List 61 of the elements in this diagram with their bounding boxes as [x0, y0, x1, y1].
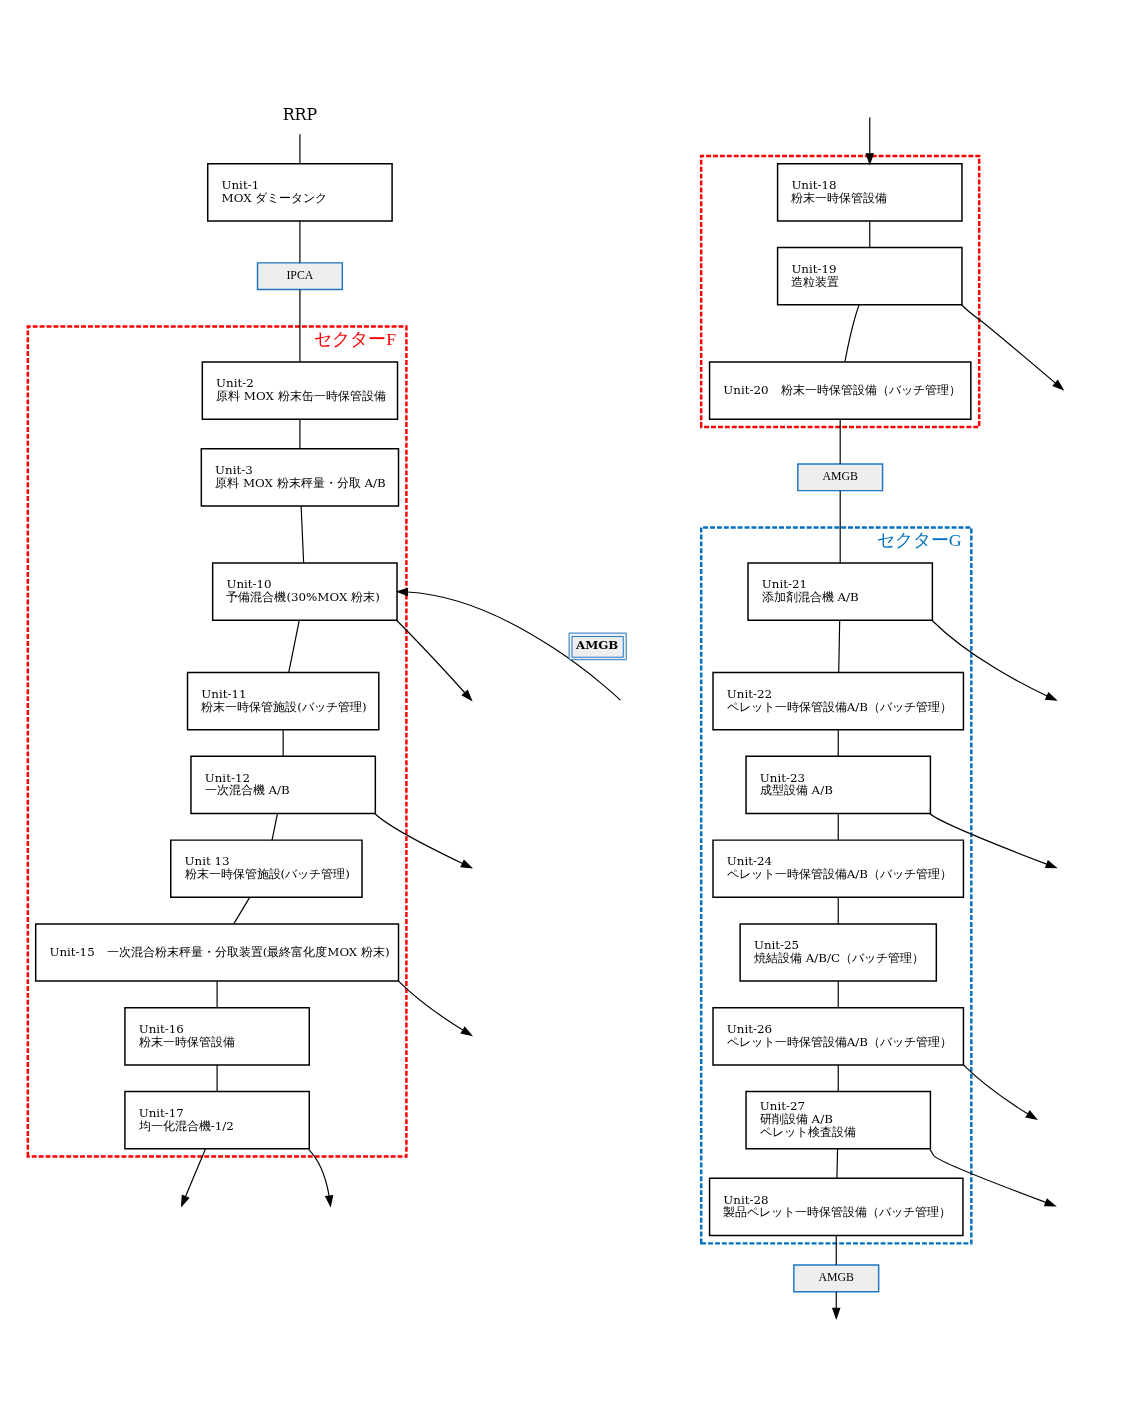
connector	[838, 619, 841, 673]
connector	[233, 896, 251, 925]
arrow	[929, 1149, 1057, 1207]
node-box: Unit-11 粉末一時保管施設(バッチ管理)	[186, 671, 380, 731]
connector	[836, 1148, 839, 1179]
connector	[837, 980, 839, 1009]
arrow	[931, 619, 1058, 701]
connector	[282, 729, 284, 757]
connector	[835, 1235, 837, 1266]
connector	[299, 133, 301, 165]
node-box: Unit-19 造粒装置	[776, 246, 963, 306]
connector	[839, 418, 841, 465]
node-box: AMGB	[793, 1264, 880, 1293]
arrow	[180, 1148, 207, 1208]
arrow	[929, 812, 1058, 869]
node-box: Unit-18 粉末一時保管設備	[776, 163, 963, 222]
node-box: Unit-21 添加剤混合機 A/B	[747, 562, 934, 621]
node-box: Unit-24 ペレット一時保管設備A/B（バッチ管理）	[712, 839, 965, 899]
connector	[837, 896, 839, 925]
connector	[837, 729, 839, 757]
arrow	[374, 812, 474, 869]
node-box: Unit-22 ペレット一時保管設備A/B（バッチ管理）	[712, 671, 965, 731]
connector	[837, 1064, 839, 1093]
node-box: Unit-15 一次混合粉末秤量・分取装置(最終富化度MOX 粉末)	[34, 923, 400, 982]
connector	[299, 418, 301, 450]
connector	[216, 980, 218, 1009]
node-box: IPCA	[256, 262, 344, 291]
connector	[844, 304, 860, 363]
arrow	[865, 116, 875, 166]
node-box: Unit-2 原料 MOX 粉末缶一時保管設備	[201, 361, 399, 420]
arrow	[397, 980, 473, 1037]
node-box: Unit-26 ペレット一時保管設備A/B（バッチ管理）	[712, 1007, 965, 1066]
arrow	[308, 1149, 334, 1208]
connector	[299, 220, 301, 264]
node-box: Unit-12 一次混合機 A/B	[190, 755, 377, 815]
arrow	[962, 1064, 1038, 1121]
connector	[837, 813, 839, 841]
connector	[299, 289, 301, 363]
arrow	[960, 304, 1065, 391]
connector	[288, 619, 300, 673]
node-box: Unit-20 粉末一時保管設備（バッチ管理）	[708, 361, 972, 420]
connector	[300, 505, 305, 564]
node-box: Unit-28 製品ペレット一時保管設備（バッチ管理）	[708, 1177, 964, 1237]
arrow	[395, 619, 473, 702]
arrow	[395, 587, 621, 701]
node-text: RRP	[282, 105, 318, 125]
node-box: Unit-16 粉末一時保管設備	[124, 1007, 310, 1066]
node-box: Unit-17 均一化混合機-1/2	[124, 1090, 310, 1150]
connector	[839, 490, 841, 564]
node-box: AMGB	[797, 463, 884, 492]
connector	[271, 813, 279, 841]
connector	[216, 1064, 218, 1093]
node-box: Unit-10 予備混合機(30%MOX 粉末)	[211, 562, 398, 621]
edge-label: AMGB	[575, 637, 619, 652]
connector	[869, 220, 871, 249]
node-box: Unit-1 MOX ダミータンク	[207, 163, 393, 222]
node-box: Unit-23 成型設備 A/B	[745, 755, 932, 815]
node-box: Unit 13 粉末一時保管施設(バッチ管理)	[170, 839, 363, 899]
node-box: Unit-25 焼結設備 A/B/C（バッチ管理）	[739, 923, 938, 982]
node-box: Unit-27 研削設備 A/B ペレット検査設備	[745, 1090, 932, 1150]
node-box: Unit-3 原料 MOX 粉末秤量・分取 A/B	[200, 448, 400, 507]
